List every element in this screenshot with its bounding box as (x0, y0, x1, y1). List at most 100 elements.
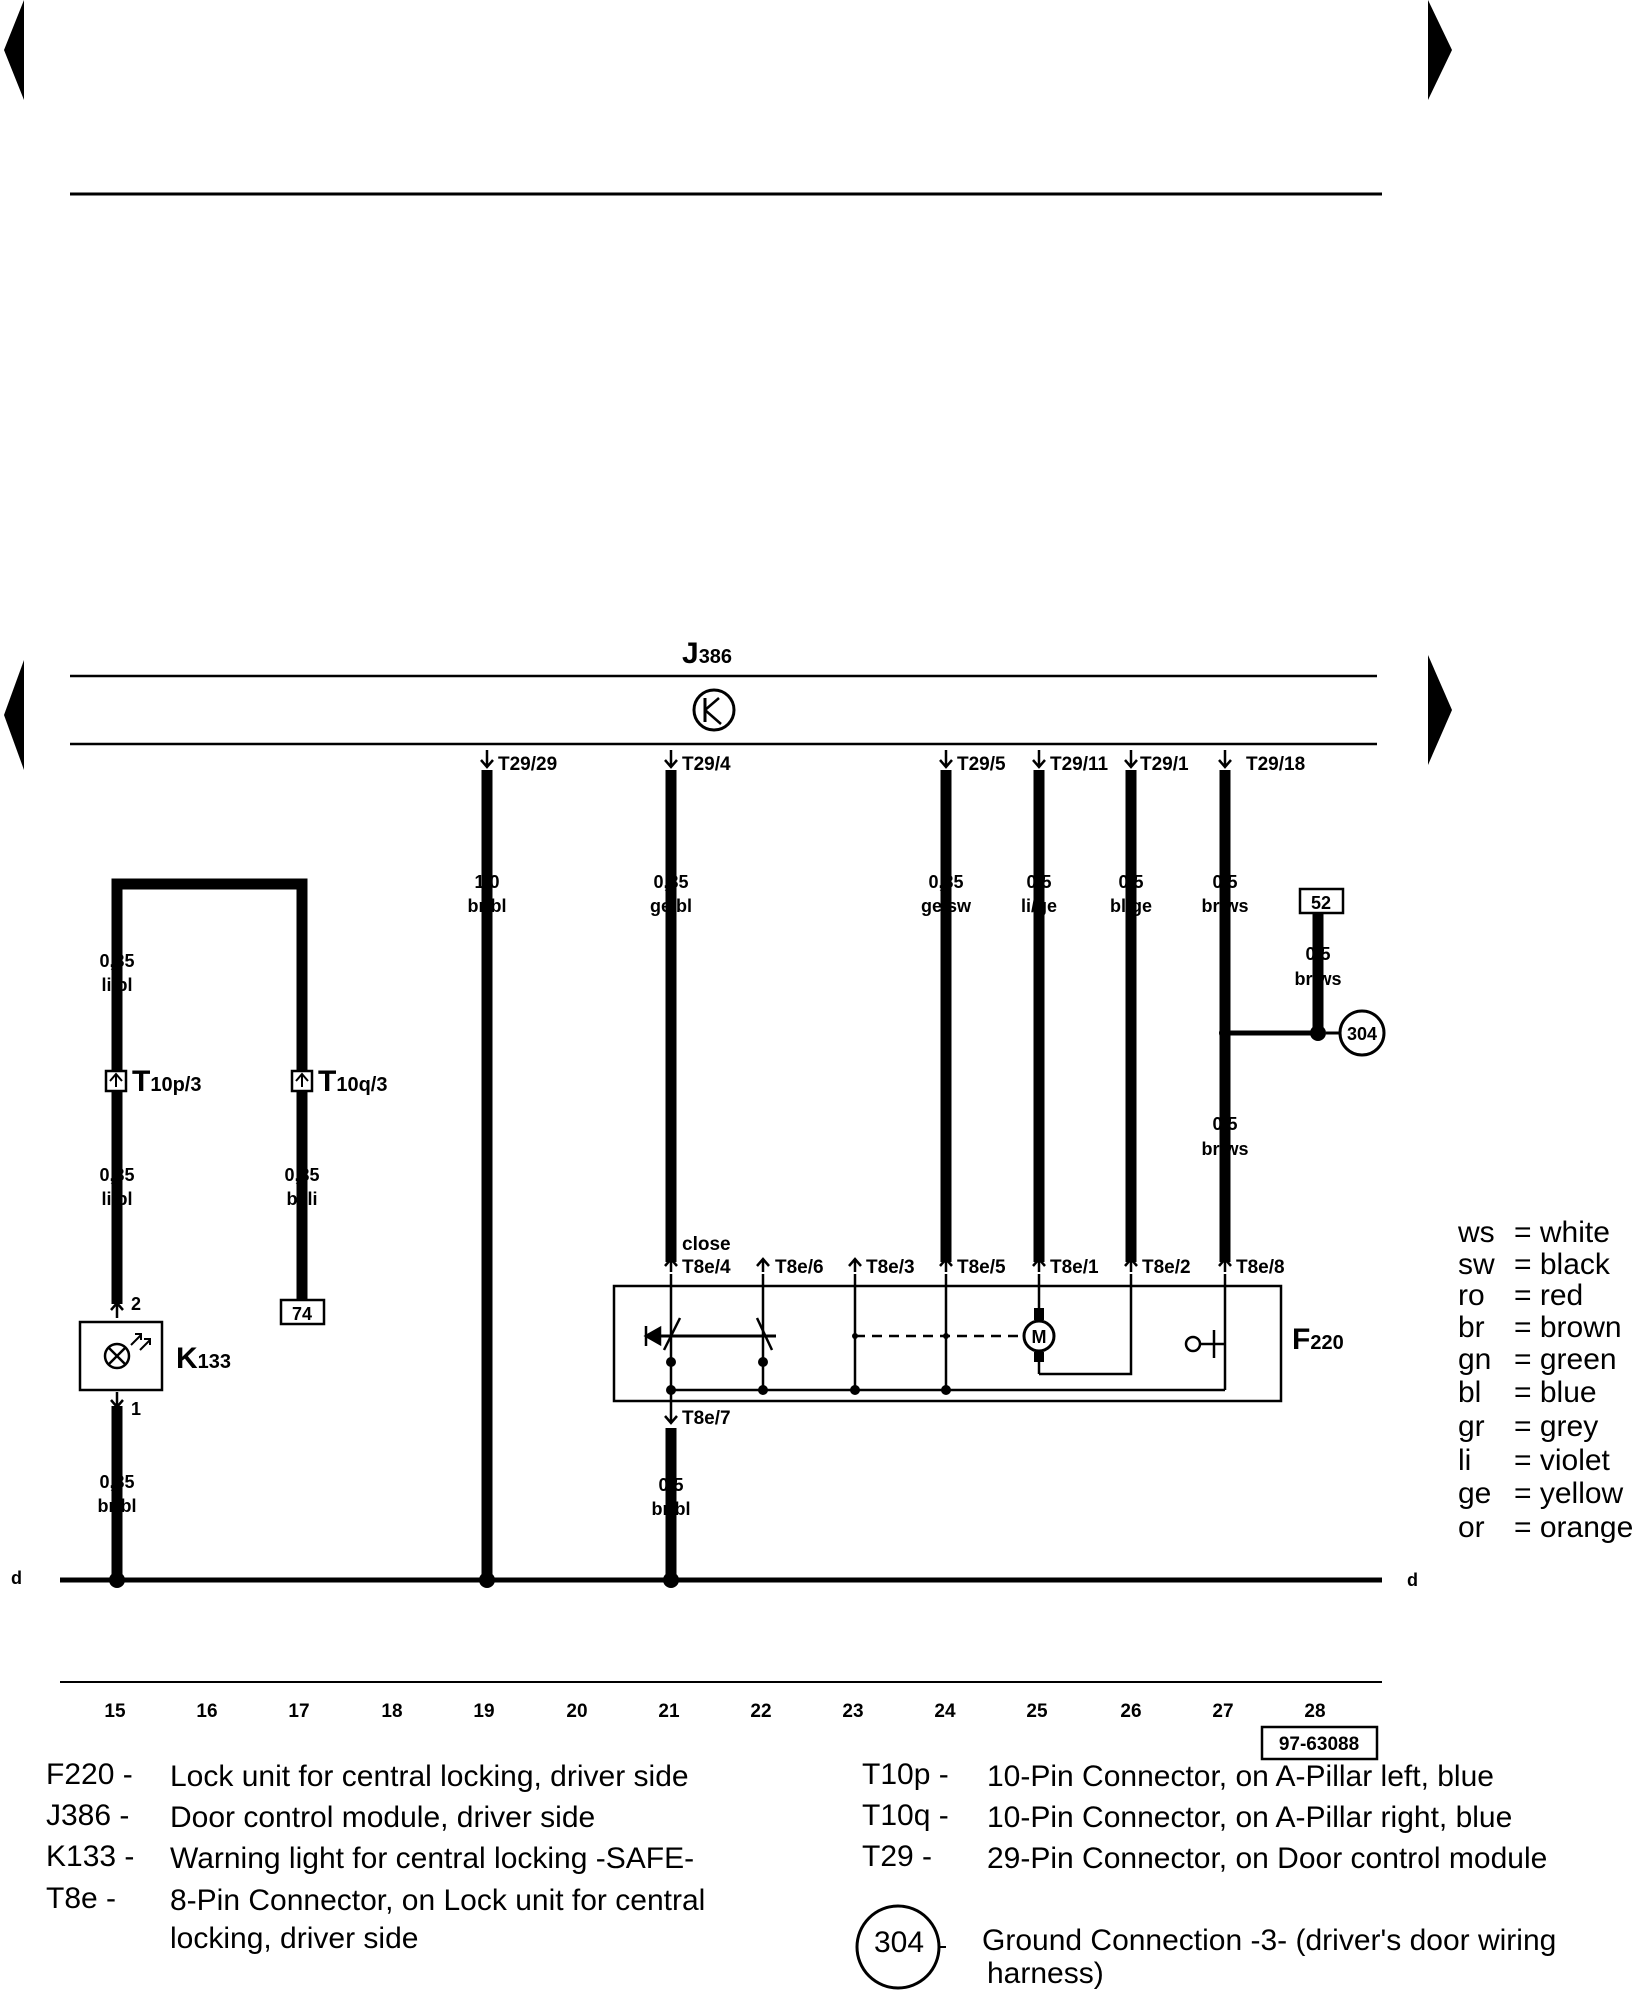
prev-page-arrow-mid[interactable] (4, 660, 24, 770)
track-numbers: 15 16 17 18 19 20 21 22 23 24 25 26 27 2… (104, 1701, 1325, 1722)
lamp-k133-label: K133 (176, 1342, 231, 1375)
wire-15b-color: li/bl (102, 1189, 133, 1209)
wire-21b-size: 0,5 (658, 1475, 683, 1495)
wire-21-size: 0,35 (653, 872, 688, 892)
wire-19-color: br/bl (468, 896, 507, 916)
lamp-icon (103, 1342, 131, 1370)
component-desc: 10-Pin Connector, on A-Pillar left, blue (987, 1760, 1494, 1793)
wire-25-color: li/ge (1021, 896, 1057, 916)
module-symbol-icon (692, 688, 736, 732)
wire-26-color: bl/ge (1110, 896, 1152, 916)
track-number: 22 (750, 1701, 771, 1722)
component-code: F220 - (46, 1758, 133, 1791)
connector-t10q-label: T10q/3 (318, 1065, 387, 1098)
track-number: 21 (658, 1701, 680, 1722)
ground-label-right: d (1407, 1570, 1418, 1590)
ground-label-left: d (11, 1568, 22, 1588)
ref-52: 52 (1298, 887, 1345, 915)
color-legend-item: gr= grey (1458, 1410, 1599, 1443)
component-desc-cont: locking, driver side (170, 1922, 419, 1955)
lamp-pin2-label: 2 (131, 1294, 141, 1314)
track-number: 25 (1026, 1701, 1048, 1722)
wire-24-size: 0,35 (928, 872, 963, 892)
wire-labels: 1,0 br/bl 0,35 ge/bl 0,35 ge/sw 0,5 li/g… (98, 872, 1342, 1519)
prev-page-arrow-top[interactable] (4, 0, 24, 100)
ground-note-desc: Ground Connection -3- (driver's door wir… (982, 1924, 1557, 1957)
drawing-number-label: 97-63088 (1279, 1734, 1359, 1755)
wire-28-size: 0,5 (1305, 944, 1330, 964)
wire-27b-size: 0,5 (1212, 1114, 1237, 1134)
track-number: 17 (288, 1701, 309, 1722)
next-page-arrow-top[interactable] (1428, 0, 1452, 100)
wire-24-color: ge/sw (921, 896, 972, 916)
lock-pin-t8e-2: T8e/2 (1142, 1257, 1191, 1278)
track-number: 15 (104, 1701, 126, 1722)
wire-21b-color: br/bl (652, 1499, 691, 1519)
ground-ref-304: 304 (1338, 1009, 1386, 1057)
track-number: 24 (934, 1701, 956, 1722)
component-desc: Warning light for central locking -SAFE- (170, 1842, 695, 1875)
wire-26-size: 0,5 (1118, 872, 1143, 892)
connector-t10p-label: T10p/3 (132, 1065, 201, 1098)
pin-t29-18: T29/18 (1246, 754, 1305, 775)
color-legend-item: bl= blue (1458, 1376, 1597, 1409)
lock-pin-t8e-4: T8e/4 (682, 1257, 731, 1278)
component-code: K133 - (46, 1840, 135, 1873)
drawing-number: 97-63088 (1260, 1725, 1379, 1761)
connector-t10p: T10p/3 (104, 1065, 201, 1098)
lock-unit-f220-label: F220 (1292, 1323, 1344, 1356)
lock-pin-t8e-3: T8e/3 (866, 1257, 915, 1278)
wire-19-size: 1,0 (474, 872, 499, 892)
component-desc: Lock unit for central locking, driver si… (170, 1760, 689, 1793)
lock-close-label: close (682, 1234, 731, 1255)
module-pins: T29/29 T29/4 T29/5 T29/11 T29/1 T29/18 (480, 750, 1305, 775)
component-desc: 8-Pin Connector, on Lock unit for centra… (170, 1884, 706, 1917)
component-code: T29 - (862, 1840, 933, 1873)
lock-pin-t8e-8: T8e/8 (1236, 1257, 1285, 1278)
color-legend-item: or= orange (1458, 1511, 1634, 1544)
track-number: 28 (1304, 1701, 1325, 1722)
wire-15a-size: 0,35 (99, 951, 134, 971)
ground-bus: d d (11, 1568, 1418, 1590)
component-desc: 29-Pin Connector, on Door control module (987, 1842, 1548, 1875)
lock-motor-label: M (1032, 1327, 1047, 1347)
wire-25-size: 0,5 (1026, 872, 1051, 892)
lock-pin-t8e-7: T8e/7 (682, 1408, 731, 1429)
track-number: 16 (196, 1701, 217, 1722)
pin-t29-5: T29/5 (957, 754, 1006, 775)
lock-pin-t8e-5: T8e/5 (957, 1257, 1006, 1278)
ref-74: 74 (279, 1298, 326, 1326)
connector-t10q: T10q/3 (290, 1065, 387, 1098)
wire-17-color: bl/li (287, 1189, 318, 1209)
color-legend-item: gn= green (1458, 1343, 1617, 1376)
pin-t29-1: T29/1 (1140, 754, 1189, 775)
track-number: 19 (473, 1701, 494, 1722)
lock-motor-icon (1022, 1319, 1056, 1353)
ground-note-ref: 304 (873, 1926, 925, 1959)
wire-27-color: br/ws (1201, 896, 1248, 916)
component-code: T10p - (862, 1758, 949, 1791)
wire-15b-size: 0,35 (99, 1165, 134, 1185)
track-number: 18 (381, 1701, 402, 1722)
next-page-arrow-mid[interactable] (1428, 655, 1452, 765)
ref-74-label: 74 (292, 1304, 312, 1324)
track-number: 27 (1212, 1701, 1233, 1722)
color-legend-item: sw= black (1458, 1248, 1610, 1281)
color-legend-item: ge= yellow (1458, 1477, 1624, 1510)
ground-ref-304-label: 304 (1347, 1024, 1377, 1044)
wire-15a-color: li/bl (102, 975, 133, 995)
color-legend-item: br= brown (1458, 1311, 1622, 1344)
wire-21-color: ge/bl (650, 896, 692, 916)
color-legend-item: li= violet (1458, 1444, 1610, 1477)
pin-t29-11: T29/11 (1050, 754, 1109, 775)
component-code: T10q - (862, 1799, 949, 1832)
lock-pin-t8e-1: T8e/1 (1050, 1257, 1099, 1278)
module-j386-label: J386 (682, 637, 732, 670)
ref-52-label: 52 (1311, 893, 1331, 913)
pin-t29-29: T29/29 (498, 754, 557, 775)
module-j386: J386 (70, 637, 1377, 746)
wire-27-size: 0,5 (1212, 872, 1237, 892)
color-legend-item: ro= red (1458, 1279, 1584, 1312)
ground-note-desc-cont: harness) (987, 1957, 1104, 1990)
